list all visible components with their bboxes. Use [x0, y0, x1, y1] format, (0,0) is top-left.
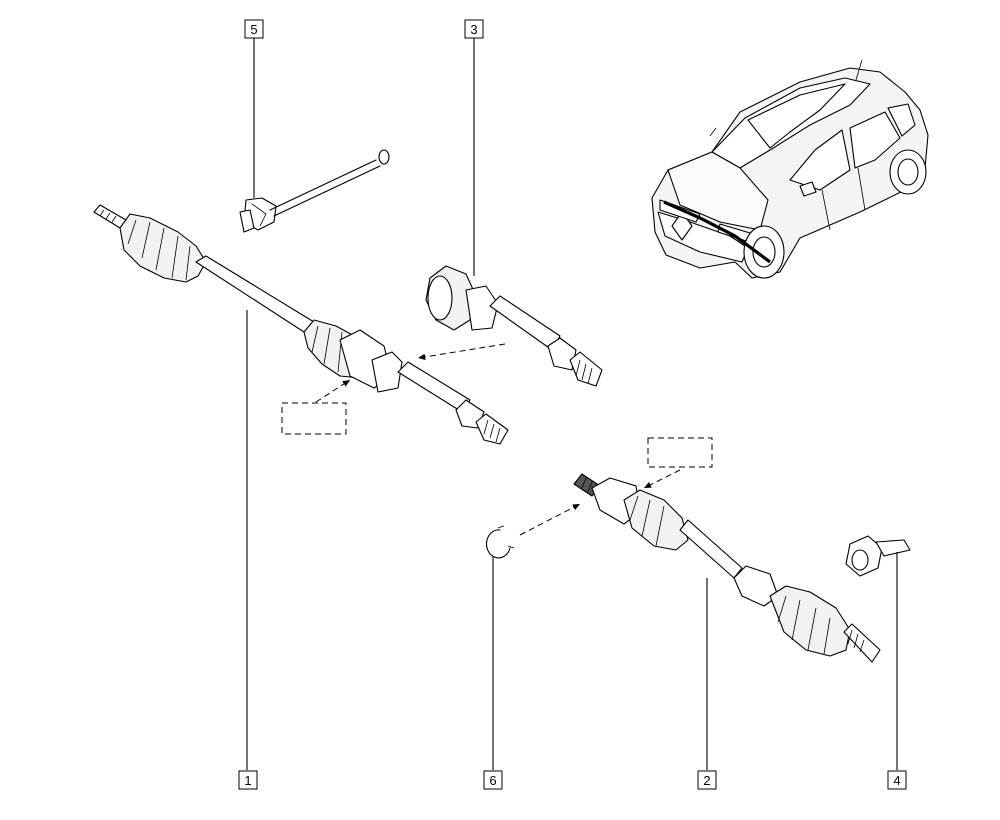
callout-label: 3 [470, 22, 477, 37]
circlip-part-6 [485, 525, 515, 559]
assembly-arrow-3-to-1 [417, 343, 506, 361]
callout-3: 3 [464, 19, 484, 39]
drive-shaft-short-part-2 [573, 473, 881, 663]
callout-5: 5 [244, 19, 264, 39]
drive-shaft-long-part-1 [93, 204, 509, 445]
assembly-arrow-box-to-2 [643, 469, 681, 489]
clip-part-4 [845, 535, 911, 577]
callout-label: 6 [489, 773, 496, 788]
callout-2: 2 [697, 770, 717, 790]
callout-label: 4 [893, 773, 900, 788]
callout-label: 2 [703, 773, 710, 788]
reference-box-left [281, 402, 347, 435]
callout-1: 1 [238, 770, 258, 790]
callout-label: 5 [250, 22, 257, 37]
callout-label: 1 [244, 773, 251, 788]
callout-6: 6 [483, 770, 503, 790]
vehicle-location-illustration [651, 59, 929, 279]
assembly-arrow-6-to-2 [519, 503, 581, 536]
reference-box-right [647, 437, 713, 468]
assembly-arrow-1-to-box [315, 379, 351, 403]
clamp-part-5 [239, 149, 390, 233]
intermediate-shaft-part-3 [425, 265, 603, 387]
callout-4: 4 [887, 770, 907, 790]
